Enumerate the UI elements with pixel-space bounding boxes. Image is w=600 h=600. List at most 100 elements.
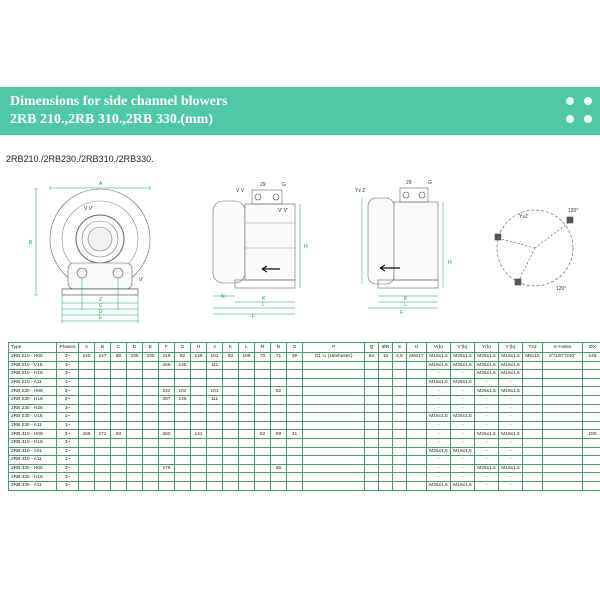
table-cell [238, 412, 255, 422]
table-cell [110, 386, 127, 396]
table-cell [364, 403, 379, 414]
table-cell [542, 369, 583, 379]
table-cell [364, 377, 379, 388]
table-cell: 80 [110, 352, 127, 362]
table-cell [364, 420, 379, 431]
table-cell [406, 455, 427, 465]
table-cell [142, 394, 159, 405]
table-cell [142, 446, 159, 457]
table-cell [126, 403, 143, 414]
table-cell [286, 412, 303, 422]
table-cell: 3~ [56, 369, 79, 379]
table-cell [238, 360, 255, 371]
table-cell: 3~ [56, 429, 79, 439]
table-cell [126, 369, 143, 379]
table-cell: 247 [94, 352, 111, 362]
table-cell [190, 472, 207, 482]
svg-text:Z: Z [99, 297, 102, 303]
table-cell [302, 377, 365, 388]
table-cell [222, 463, 239, 474]
table-cell [364, 455, 379, 465]
table-cell [270, 360, 287, 371]
table-cell [522, 463, 543, 474]
table-cell [158, 455, 175, 465]
table-cell [142, 377, 159, 388]
table-cell [222, 437, 239, 448]
svg-text:120°: 120° [568, 208, 578, 214]
table-cell [78, 412, 95, 422]
table-cell [94, 394, 111, 405]
table-cell [78, 377, 95, 388]
table-cell: 218 [158, 352, 175, 362]
table-cell: - [474, 394, 499, 405]
table-cell [522, 472, 543, 482]
table-cell [78, 360, 95, 371]
banner-title-line-2: 2RB 210.,2RB 310.,2RB 330.(mm) [10, 112, 213, 127]
table-cell [206, 437, 223, 448]
table-cell [254, 437, 271, 448]
table-cell [222, 472, 239, 482]
table-cell [94, 472, 111, 482]
table-cell [392, 386, 407, 396]
table-cell [302, 446, 365, 457]
right-view-drawing: Yz Z 29 G H K L F [355, 180, 452, 316]
table-cell: 102 [174, 386, 191, 396]
table-cell [78, 386, 95, 396]
table-cell: 108 [238, 352, 255, 362]
table-cell: 141 [190, 429, 207, 439]
table-cell: - [474, 412, 499, 422]
table-cell: 1~ [56, 377, 79, 388]
table-cell [392, 463, 407, 474]
table-cell [142, 412, 159, 422]
table-cell [94, 420, 111, 431]
table-cell: M25x1,5 [450, 360, 475, 371]
table-cell: 82 [270, 386, 287, 396]
table-cell [286, 386, 303, 396]
table-cell [142, 360, 159, 371]
table-cell: 3~ [56, 463, 79, 474]
table-cell [174, 377, 191, 388]
table-cell [302, 403, 365, 414]
table-cell [222, 377, 239, 388]
table-cell [378, 412, 393, 422]
table-cell: 267 [158, 394, 175, 405]
model-type-cell: 2RB 330 - H06 [8, 463, 57, 474]
table-cell [126, 480, 143, 491]
table-cell [222, 369, 239, 379]
table-cell: M16x1,5 [498, 352, 523, 362]
table-cell [406, 394, 427, 405]
table-cell [238, 420, 255, 431]
table-header-cell: M [254, 342, 271, 353]
table-cell [270, 446, 287, 457]
table-cell [302, 472, 365, 482]
table-cell [542, 412, 583, 422]
table-cell [582, 377, 600, 388]
table-cell [110, 403, 127, 414]
table-cell [406, 386, 427, 396]
table-cell: - [426, 403, 451, 414]
table-cell [222, 455, 239, 465]
model-type-cell: 2RB 310 - H16 [8, 437, 57, 448]
model-type-cell: 2RB 230 - H16 [8, 394, 57, 405]
table-cell [406, 429, 427, 439]
table-cell: M25x1,5 [450, 352, 475, 362]
table-cell [238, 403, 255, 414]
table-cell: - [450, 437, 475, 448]
table-cell: - [498, 446, 523, 457]
table-cell [270, 412, 287, 422]
table-cell [126, 412, 143, 422]
table-cell [158, 437, 175, 448]
table-cell [286, 369, 303, 379]
decor-dot-icon [566, 97, 574, 105]
table-cell: 180 [582, 429, 600, 439]
table-cell: M16x1,5 [498, 360, 523, 371]
svg-text:V' V': V' V' [278, 208, 288, 214]
table-cell [582, 480, 600, 491]
table-cell [126, 437, 143, 448]
svg-text:V V: V V [236, 188, 245, 194]
table-cell [238, 480, 255, 491]
svg-text:120°: 120° [556, 286, 566, 292]
table-cell: - [474, 437, 499, 448]
